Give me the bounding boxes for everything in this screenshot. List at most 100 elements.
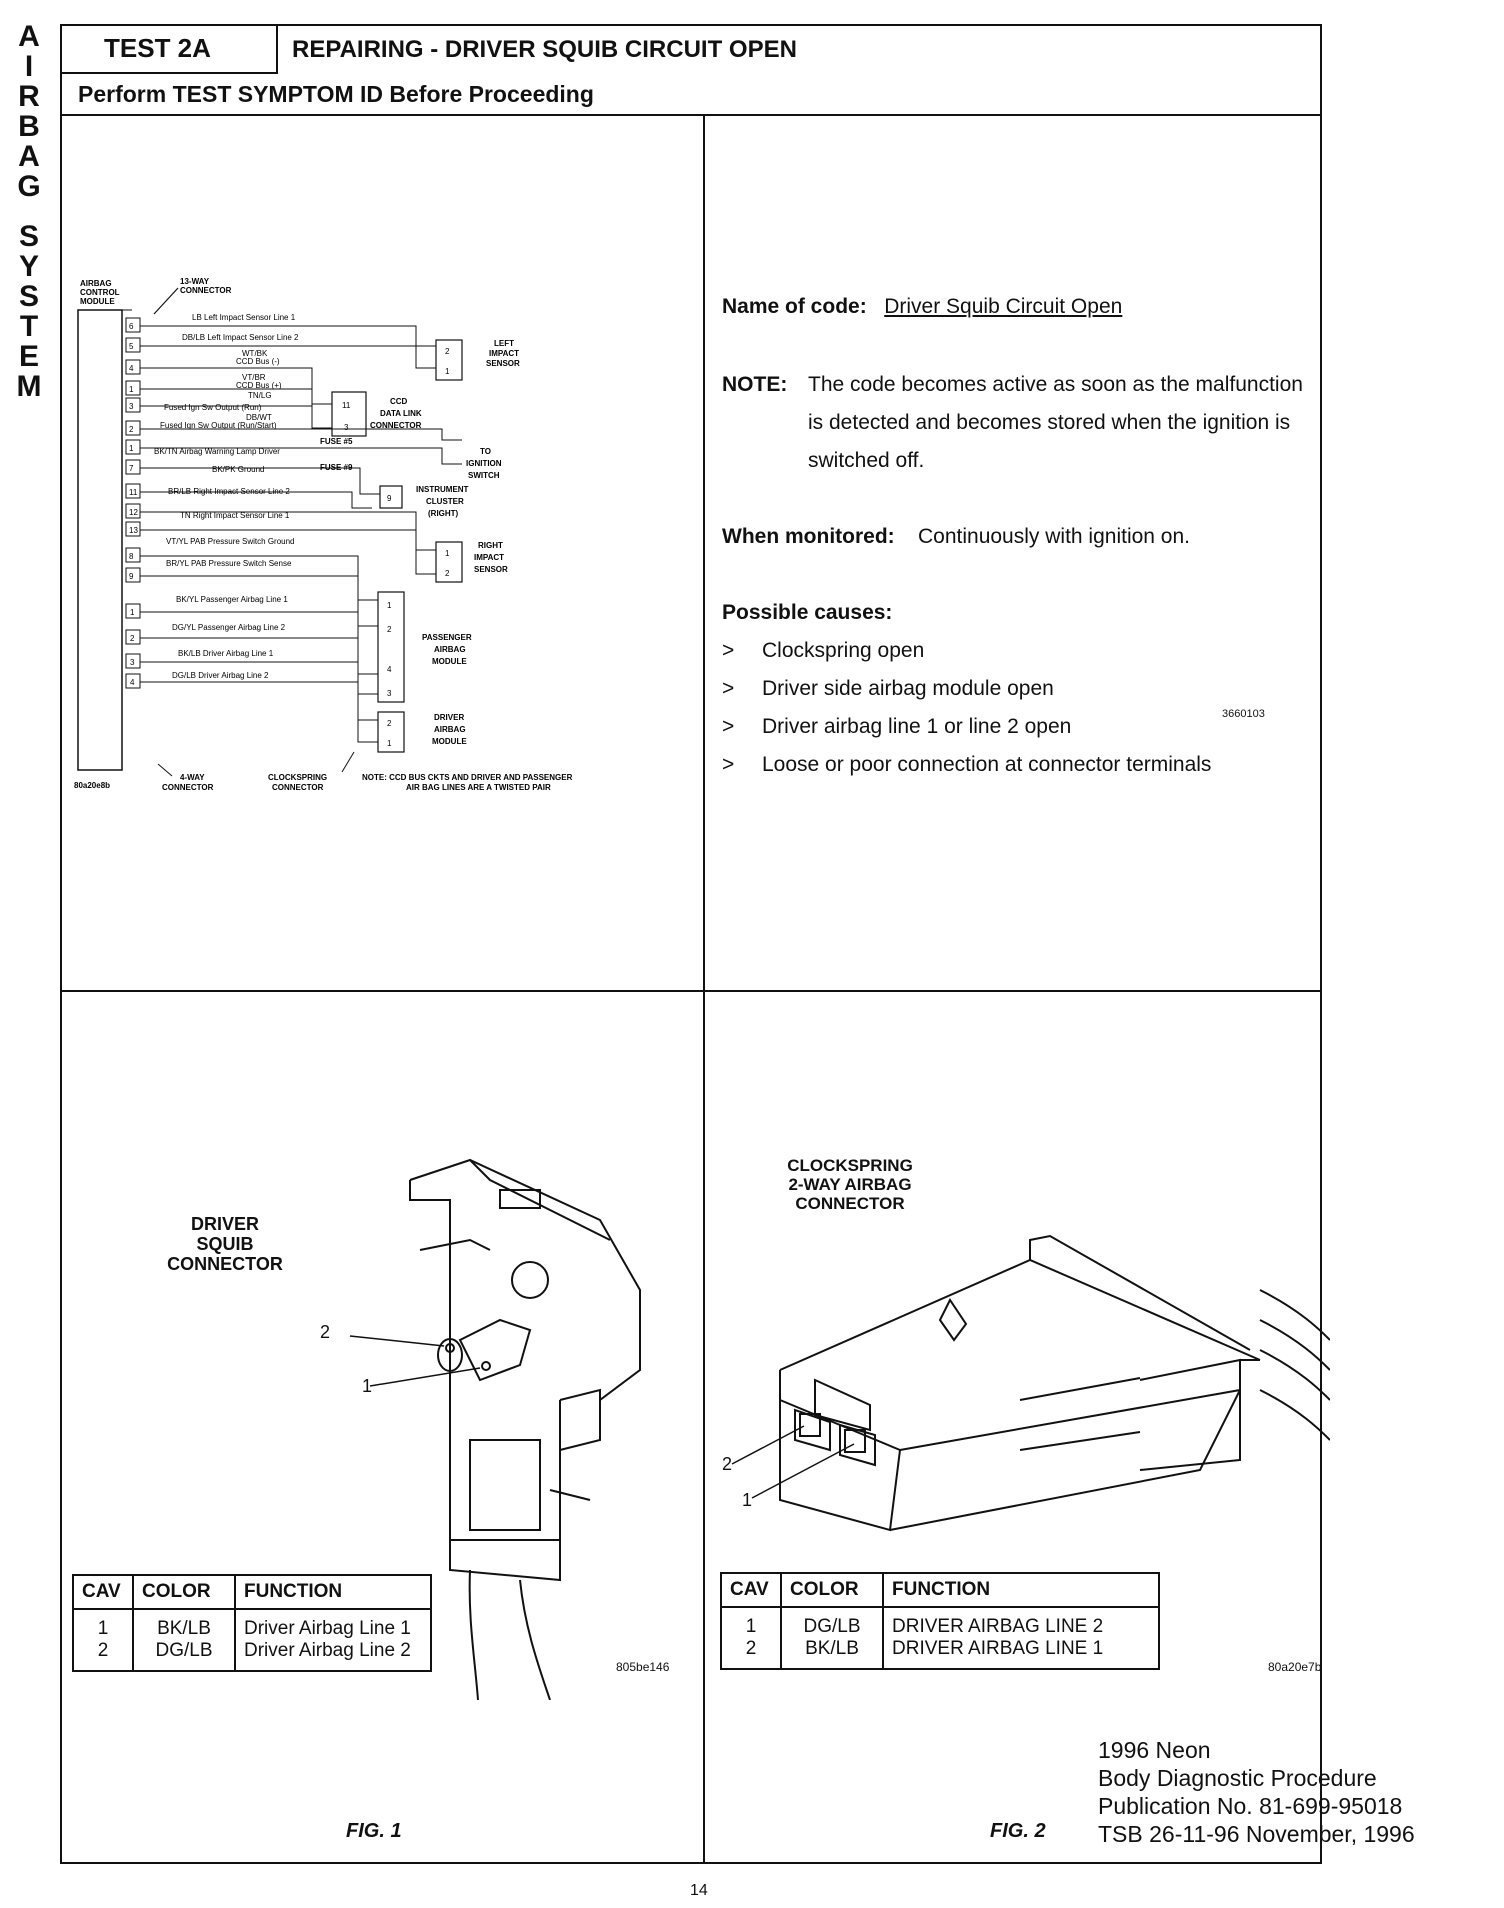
- pin-number: 7: [129, 464, 134, 473]
- pin: 2: [387, 719, 392, 728]
- connector-pin: [125, 603, 141, 619]
- wire: [140, 325, 436, 347]
- clockspring-connector-drawing: [731, 1234, 1330, 1532]
- table-row: 1 BK/LB Driver Airbag Line 1: [72, 1609, 432, 1640]
- wire: [140, 447, 462, 465]
- monitored-value: Continuously with ignition on.: [918, 525, 1190, 548]
- diagram-note: AIR BAG LINES ARE A TWISTED PAIR: [406, 783, 551, 792]
- wire-label: DB/WT: [246, 413, 272, 422]
- table-header: COLOR: [132, 1574, 236, 1610]
- side-letter: M: [16, 370, 42, 403]
- wire: [140, 529, 436, 575]
- side-letter: S: [18, 280, 39, 313]
- pin-number: 4: [129, 364, 134, 373]
- module-label: AIRBAG: [80, 279, 112, 288]
- side-letter: T: [19, 310, 39, 343]
- monitored-label: When monitored:: [722, 525, 895, 548]
- callout-1: 1: [742, 1490, 753, 1510]
- wire-label: DB/LB Left Impact Sensor Line 2: [182, 333, 299, 342]
- page-number: 14: [690, 1882, 708, 1899]
- wire-label: BK/YL Passenger Airbag Line 1: [176, 595, 288, 604]
- wire-label: DG/YL Passenger Airbag Line 2: [172, 623, 286, 632]
- page-frame: [60, 24, 1322, 1864]
- pin-number: 3: [129, 402, 134, 411]
- cav-cell: 1: [72, 1609, 134, 1640]
- function-cell: DRIVER AIRBAG LINE 2: [882, 1607, 1160, 1638]
- connector-pin: [125, 503, 141, 519]
- causes-label: Possible causes:: [722, 601, 893, 624]
- ignition-label: SWITCH: [468, 471, 500, 480]
- module-label: MODULE: [80, 297, 115, 306]
- left-sensor-label: SENSOR: [486, 359, 520, 368]
- pin-number: 11: [129, 488, 138, 497]
- cav-cell: 2: [72, 1640, 134, 1672]
- diagram-note: NOTE: CCD BUS CKTS AND DRIVER AND PASSEN…: [362, 773, 573, 782]
- wire: [140, 637, 378, 695]
- fig2-caption: FIG. 2: [990, 1820, 1046, 1842]
- fig2-label-line: 2-WAY AIRBAG: [788, 1175, 912, 1194]
- wire-label: VT/YL PAB Pressure Switch Ground: [166, 537, 295, 546]
- pin-number: 8: [129, 552, 134, 561]
- side-letter: G: [17, 170, 41, 203]
- color-cell: DG/LB: [132, 1640, 236, 1672]
- connector13-label: CONNECTOR: [180, 286, 232, 295]
- table-row: 2 BK/LB DRIVER AIRBAG LINE 1: [720, 1638, 1160, 1670]
- pin-number: 4: [130, 678, 135, 687]
- publication-line: Body Diagnostic Procedure: [1098, 1765, 1377, 1791]
- right-sensor-label: RIGHT: [478, 541, 503, 550]
- wire-label: Fused Ign Sw Output (Run/Start): [160, 421, 277, 430]
- fuse-label: FUSE #9: [320, 463, 353, 472]
- callout-1: 1: [362, 1376, 373, 1396]
- row-divider: [60, 990, 1322, 992]
- ccd-label: CCD: [390, 397, 408, 406]
- wire: [140, 345, 436, 369]
- side-letter: S: [18, 220, 39, 253]
- wire: [140, 367, 332, 405]
- table-row: 2 DG/LB Driver Airbag Line 2: [72, 1640, 432, 1672]
- connector-pin: [125, 317, 141, 333]
- ccd-label: DATA LINK: [380, 409, 422, 418]
- cluster-label: CLUSTER: [426, 497, 464, 506]
- side-title: A I R B A G S Y S T E M: [6, 22, 52, 402]
- pin: 1: [445, 549, 450, 558]
- ignition-label: IGNITION: [466, 459, 502, 468]
- clockspring-label: CLOCKSPRING: [268, 773, 327, 782]
- module-label: CONTROL: [80, 288, 120, 297]
- cluster-label: INSTRUMENT: [416, 485, 469, 494]
- note-label: NOTE:: [722, 373, 788, 396]
- pin-number: 1: [130, 608, 135, 617]
- pin: 3: [387, 689, 392, 698]
- when-monitored: When monitored: Continuously with igniti…: [722, 518, 1312, 556]
- cav-cell: 2: [720, 1638, 782, 1670]
- pin-number: 1: [129, 385, 134, 394]
- publication-line: Publication No. 81-699-95018: [1098, 1793, 1403, 1819]
- wire-label: CCD Bus (+): [236, 381, 282, 390]
- color-cell: BK/LB: [780, 1638, 884, 1670]
- wire: [140, 405, 332, 429]
- connector-pin: [125, 547, 141, 563]
- passenger-label: MODULE: [432, 657, 467, 666]
- wire-label: BK/LB Driver Airbag Line 1: [178, 649, 274, 658]
- code-info: Name of code: Driver Squib Circuit Open …: [722, 288, 1312, 784]
- pin-number: 6: [129, 322, 134, 331]
- left-sensor-label: IMPACT: [489, 349, 519, 358]
- connector-pin: [125, 629, 141, 645]
- connector-pin: [125, 653, 141, 669]
- pin: 2: [387, 625, 392, 634]
- subtitle: Perform TEST SYMPTOM ID Before Proceedin…: [60, 74, 1322, 116]
- wire-label: WT/BK: [242, 349, 268, 358]
- pin: 9: [387, 494, 392, 503]
- wire-label: BK/PK Ground: [212, 465, 264, 474]
- table-header: COLOR: [780, 1572, 884, 1608]
- fig1-label-line: DRIVER: [190, 1214, 259, 1234]
- ccd-label: CONNECTOR: [370, 421, 422, 430]
- diagram-code: 80a20e8b: [74, 781, 110, 790]
- wire: [140, 491, 372, 509]
- cause-item: Driver airbag line 1 or line 2 open: [722, 708, 1312, 746]
- fig1-label: DRIVER SQUIB CONNECTOR: [150, 1214, 300, 1274]
- publication-info: 1996 Neon Body Diagnostic Procedure Publ…: [1098, 1736, 1415, 1848]
- pin-number: 9: [129, 572, 134, 581]
- pin-number: 1: [129, 444, 134, 453]
- side-letter: I: [24, 50, 34, 83]
- fuse-label: FUSE #5: [320, 437, 353, 446]
